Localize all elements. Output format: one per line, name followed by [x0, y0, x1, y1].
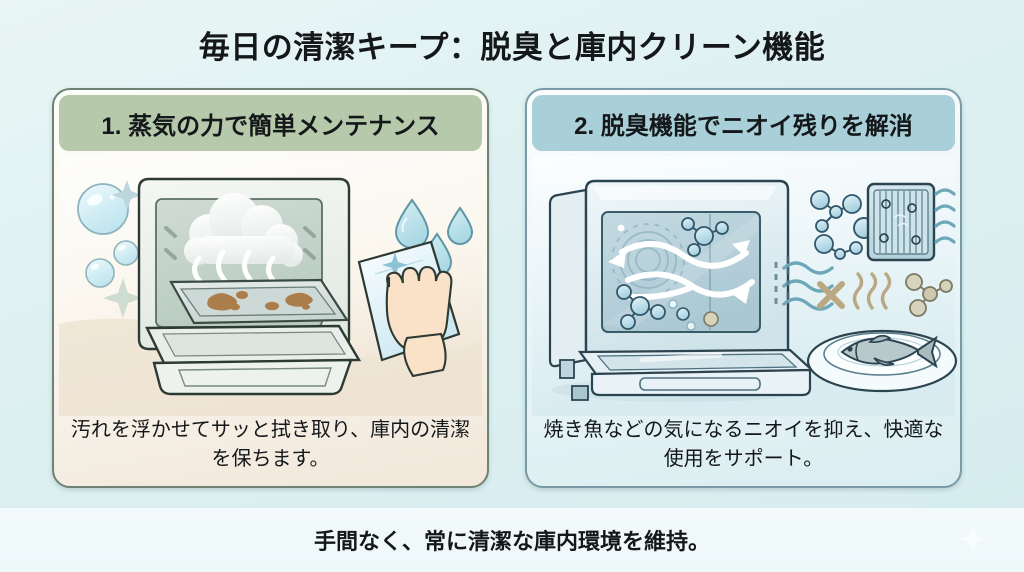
soap-bubble-medium-icon — [113, 240, 139, 266]
card-2-caption: 焼き魚などの気になるニオイを抑え、快適な使用をサポート。 — [543, 419, 944, 470]
card-1-header: 1. 蒸気の力で簡単メンテナンス — [59, 95, 482, 151]
card-deodorize-function: 2. 脱臭機能でニオイ残りを解消 — [525, 88, 962, 488]
dirty-tray-icon — [169, 278, 350, 325]
cross-block-icon — [817, 281, 845, 309]
closed-oven-icon — [548, 179, 815, 402]
sparkle-icon — [958, 524, 988, 554]
card-1-caption: 汚れを浮かせてサッと拭き取り、庫内の清潔を保ちます。 — [70, 419, 471, 470]
water-droplet-icon — [446, 206, 474, 245]
odor-molecule-icon — [814, 234, 863, 260]
card-2-header: 2. 脱臭機能でニオイ残りを解消 — [532, 95, 955, 151]
footer-text: 手間なく、常に清潔な庫内環境を維持。 — [313, 529, 710, 554]
deodorize-airflow-illustration — [532, 156, 958, 416]
airflow-arrow-icon — [608, 240, 750, 304]
card-steam-maintenance: 1. 蒸気の力で簡単メンテナンス — [52, 88, 489, 488]
odor-molecule-icon — [616, 284, 666, 330]
sparkle-icon — [382, 252, 408, 278]
odor-molecule-icon — [681, 217, 729, 257]
stain-icon — [207, 291, 313, 311]
soap-bubble-small-icon — [85, 258, 115, 288]
grilled-fish-plate-icon — [806, 329, 958, 393]
soap-bubble-large-icon — [77, 183, 129, 235]
filter-panel-icon — [866, 182, 936, 262]
steam-oven-wipe-illustration — [59, 156, 482, 416]
odor-molecule-icon — [905, 273, 953, 317]
steam-cloud-icon — [184, 193, 303, 267]
sparkle-icon — [103, 278, 143, 318]
footer-band: 手間なく、常に清潔な庫内環境を維持。 — [0, 508, 1024, 572]
open-oven-icon — [137, 177, 362, 396]
odor-molecule-icon — [810, 190, 862, 233]
smell-line-icon — [852, 272, 892, 310]
page-title: 毎日の清潔キープ：脱臭と庫内クリーン機能 — [198, 30, 826, 65]
hand-icon — [385, 265, 453, 378]
odor-wave-icon — [934, 188, 956, 244]
sparkle-icon — [112, 180, 142, 210]
